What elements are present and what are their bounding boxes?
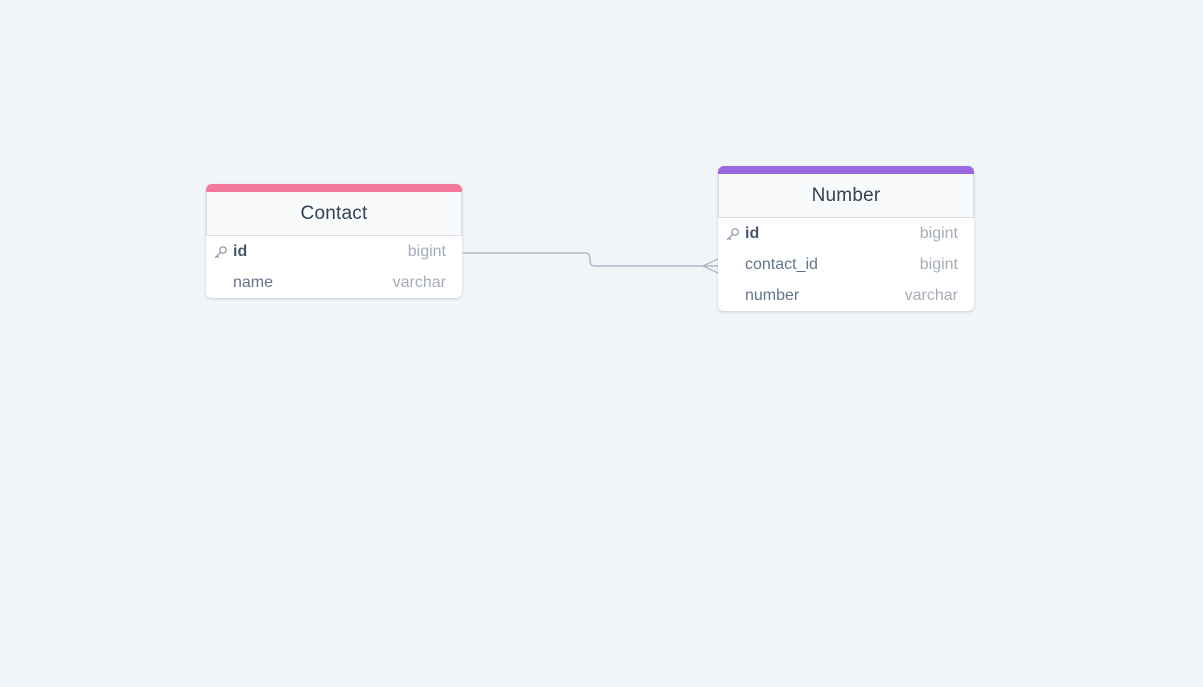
field-name: id — [745, 224, 760, 242]
key-icon — [726, 228, 739, 241]
field-name: name — [233, 273, 274, 291]
field-type: varchar — [904, 286, 958, 304]
field-type: bigint — [919, 255, 958, 273]
field-name: id — [233, 242, 248, 260]
field-list: id bigint name varchar — [206, 236, 462, 298]
table-accent-bar — [718, 166, 974, 174]
relationship-line[interactable] — [463, 252, 718, 267]
key-icon — [214, 246, 227, 259]
field-name: contact_id — [745, 255, 818, 273]
table-header[interactable]: Number — [718, 174, 974, 218]
table-accent-bar — [206, 184, 462, 192]
field-row-id[interactable]: id bigint — [206, 236, 462, 267]
table-title: Number — [811, 184, 881, 206]
field-type: bigint — [407, 242, 446, 260]
field-list: id bigint contact_id bigint number varch… — [718, 218, 974, 311]
table-contact[interactable]: Contact id bigint name varchar — [206, 184, 462, 298]
field-row-id[interactable]: id bigint — [718, 218, 974, 249]
field-name: number — [745, 286, 800, 304]
table-title: Contact — [300, 202, 368, 224]
field-row-name[interactable]: name varchar — [206, 267, 462, 298]
crows-foot-icon — [702, 258, 719, 274]
field-type: bigint — [919, 224, 958, 242]
field-row-contact-id[interactable]: contact_id bigint — [718, 249, 974, 280]
field-type: varchar — [392, 273, 446, 291]
table-number[interactable]: Number id bigint contact_id bigint numbe… — [718, 166, 974, 311]
table-header[interactable]: Contact — [206, 192, 462, 236]
field-row-number[interactable]: number varchar — [718, 280, 974, 311]
